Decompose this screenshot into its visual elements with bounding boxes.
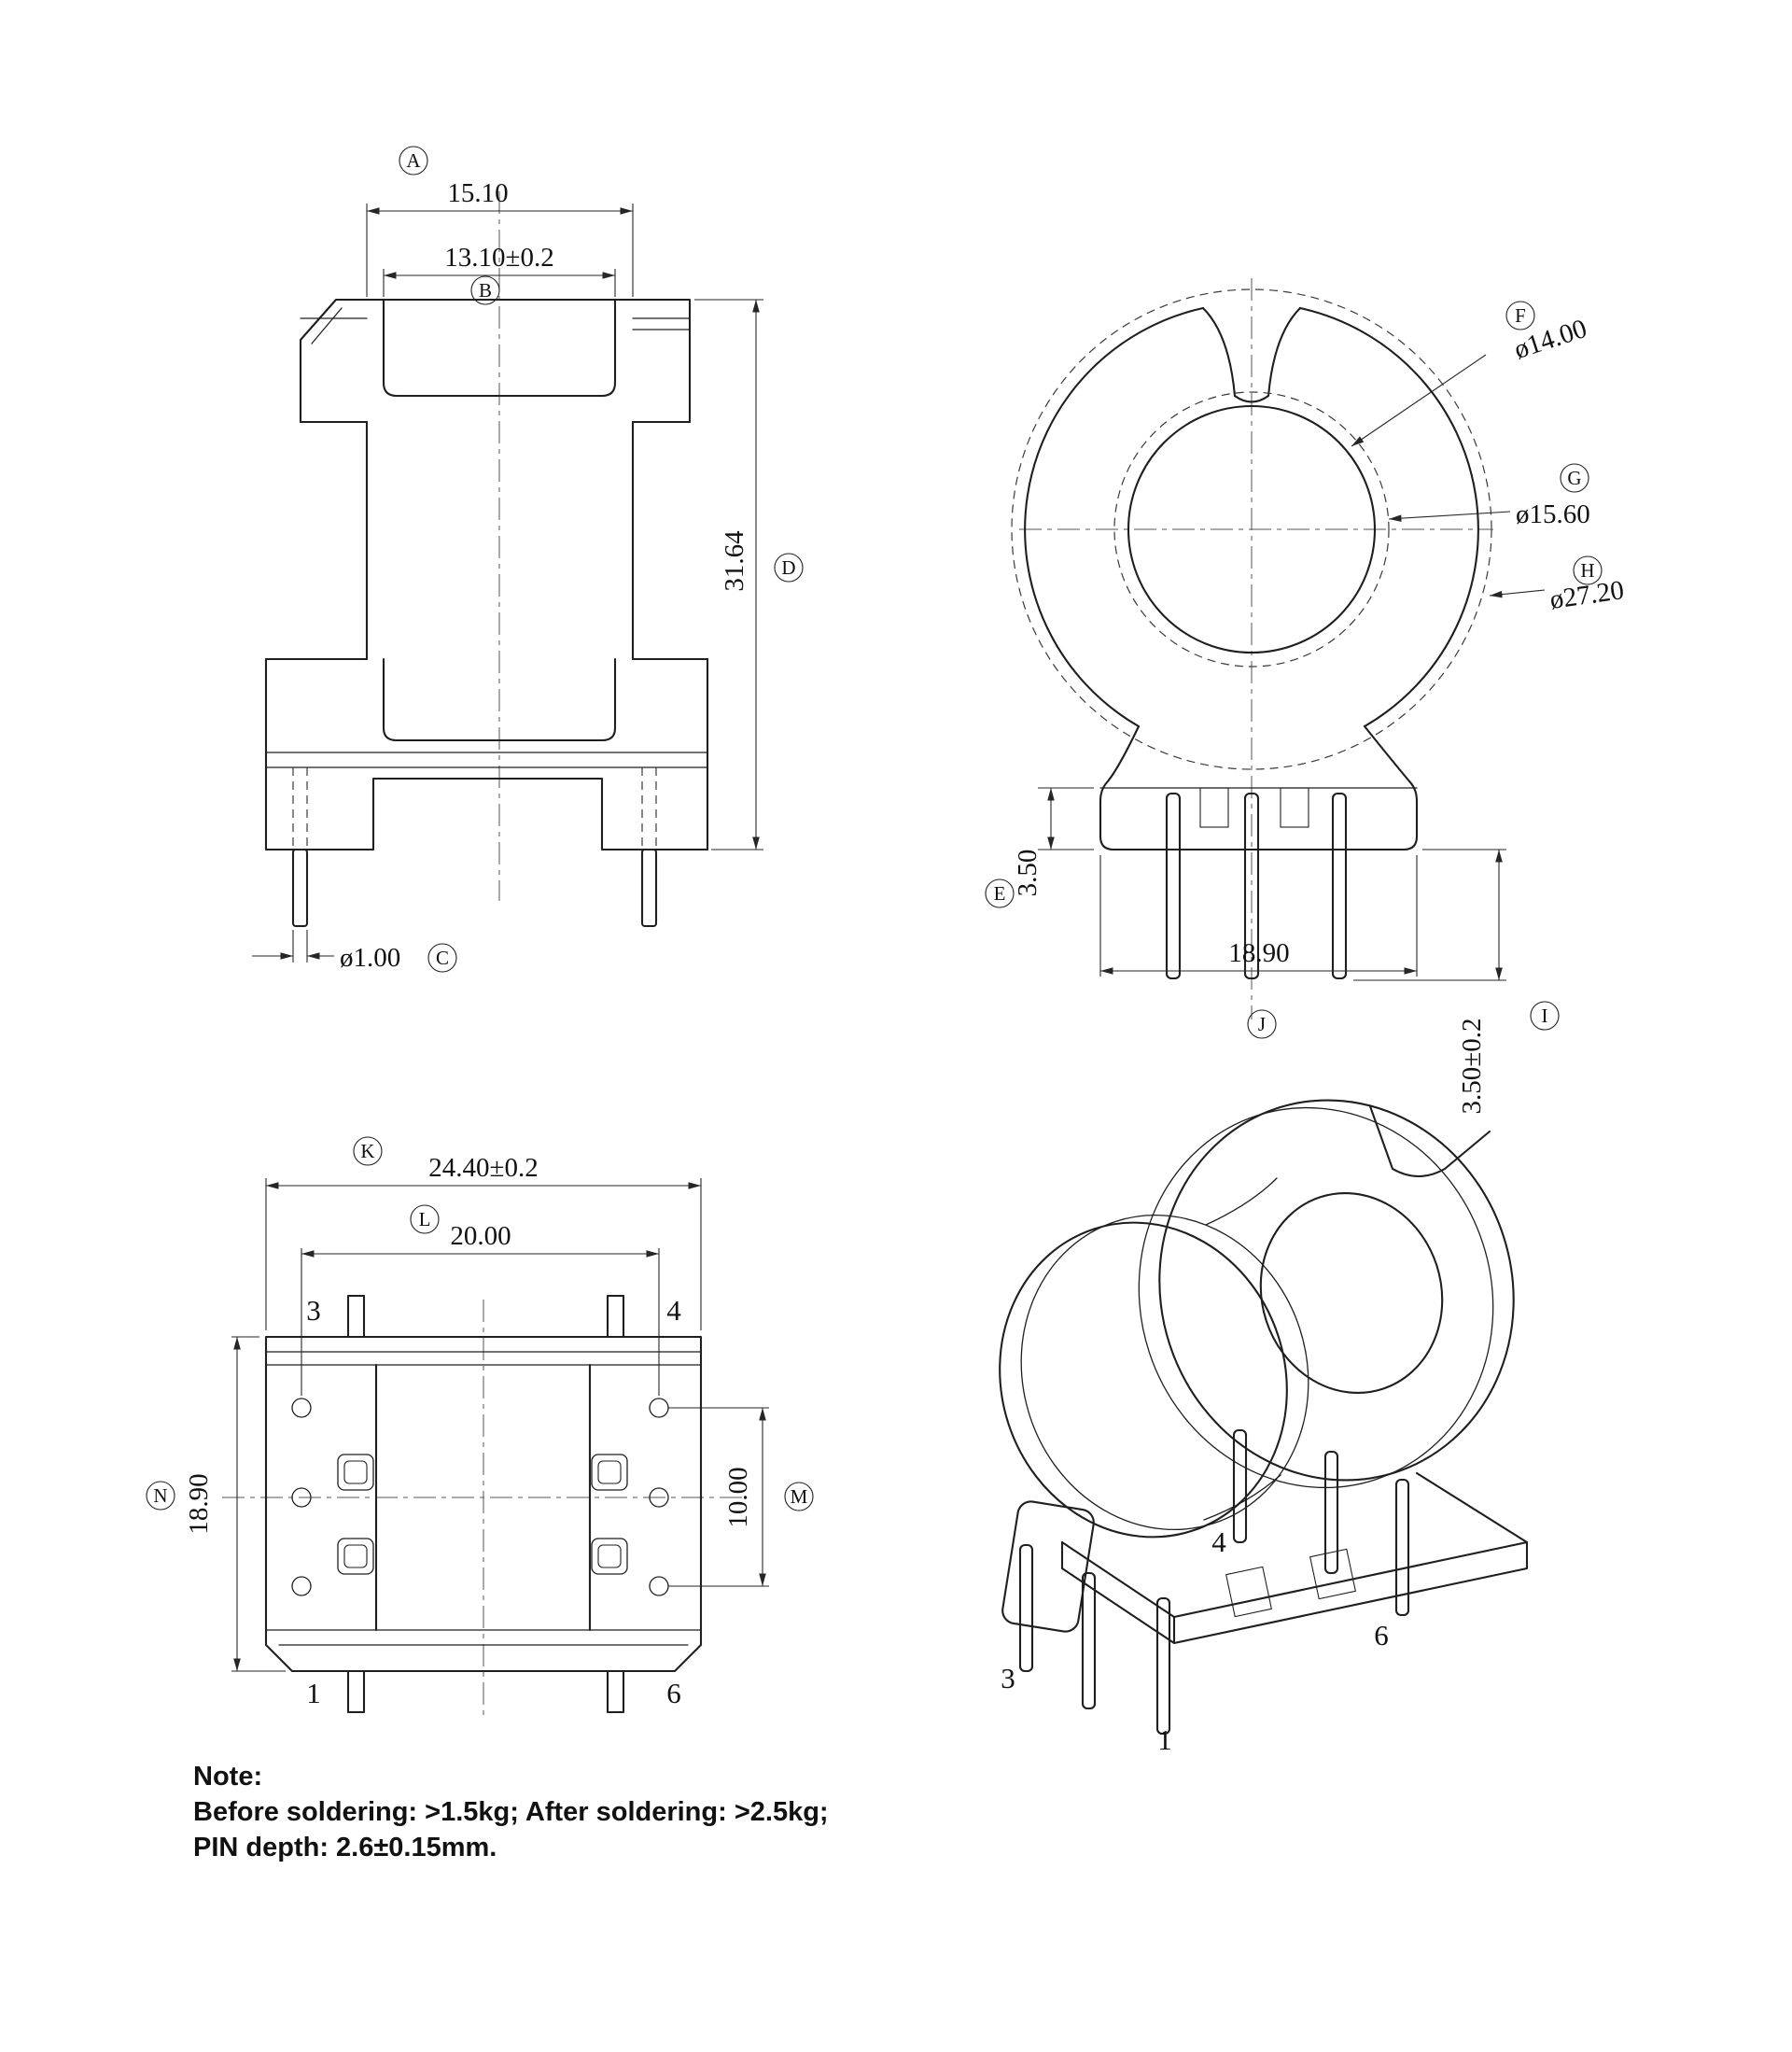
outer-diameter-dashed [1011, 288, 1492, 770]
pin-label-6: 6 [666, 1677, 681, 1709]
dim-H: ø27.20 H [1489, 555, 1626, 615]
svg-text:D: D [781, 556, 795, 579]
dim-E-value: 3.50 [1013, 850, 1043, 897]
balloon-E: E [985, 878, 1015, 908]
dim-F: ø14.00 F [1351, 301, 1590, 447]
front-view: 15.10 A 13.10±0.2 B 31.64 D [252, 146, 804, 973]
note-line-1: Before soldering: >1.5kg; After solderin… [193, 1797, 829, 1827]
dim-C: ø1.00 C [252, 930, 457, 973]
pin-label-1: 1 [306, 1677, 321, 1709]
dim-K-value: 24.40±0.2 [428, 1153, 538, 1183]
dim-J-value: 18.90 [1228, 938, 1289, 968]
note-line-2: PIN depth: 2.6±0.15mm. [193, 1833, 497, 1862]
svg-text:B: B [479, 279, 492, 302]
balloon-L: L [410, 1204, 440, 1234]
svg-text:L: L [419, 1208, 431, 1230]
dim-G: ø15.60 G [1388, 463, 1590, 529]
front-pin-right [640, 848, 658, 928]
svg-text:G: G [1567, 467, 1581, 489]
dim-N-value: 18.90 [184, 1473, 214, 1534]
iso-pin-1 [1155, 1596, 1171, 1736]
iso-label-6: 6 [1374, 1619, 1389, 1651]
pin-label-3: 3 [306, 1294, 321, 1327]
iso-center-hole [1259, 1192, 1444, 1394]
dim-B-value: 13.10±0.2 [444, 243, 553, 273]
dim-C-value: ø1.00 [340, 943, 400, 973]
balloon-G: G [1560, 463, 1589, 493]
side-pin-right [1331, 792, 1348, 980]
iso-pin-3 [1018, 1543, 1034, 1673]
dim-M-value: 10.00 [723, 1467, 753, 1527]
svg-text:J: J [1258, 1013, 1266, 1035]
note-title: Note: [193, 1762, 262, 1792]
svg-text:H: H [1580, 559, 1594, 582]
side-pin-middle [1243, 792, 1260, 980]
stub-pin-6 [606, 1669, 625, 1714]
stub-pin-4 [606, 1294, 625, 1339]
dim-D-value: 31.64 [720, 530, 749, 592]
svg-text:I: I [1542, 1005, 1548, 1027]
iso-label-3: 3 [1001, 1662, 1015, 1694]
balloon-B: B [470, 275, 500, 305]
svg-text:F: F [1515, 304, 1526, 327]
balloon-M: M [784, 1482, 814, 1511]
dim-L-value: 20.00 [450, 1221, 511, 1251]
dim-G-value: ø15.60 [1516, 499, 1590, 529]
balloon-N: N [146, 1481, 175, 1511]
iso-label-4: 4 [1211, 1525, 1226, 1558]
balloon-I: I [1530, 1001, 1560, 1031]
balloon-C: C [427, 943, 457, 973]
svg-text:K: K [360, 1140, 374, 1162]
balloon-D: D [774, 553, 804, 583]
dim-E: 3.50 E [985, 787, 1094, 908]
stub-pin-1 [346, 1669, 366, 1714]
side-view: 3.50 E 18.90 J 3.50±0.2 I [985, 278, 1626, 1115]
balloon-H: H [1573, 555, 1603, 585]
svg-text:N: N [153, 1484, 167, 1507]
balloon-F: F [1505, 301, 1535, 330]
dim-M: 10.00 M [668, 1407, 814, 1587]
balloon-J: J [1247, 1009, 1277, 1039]
center-hole [1127, 404, 1377, 654]
dim-N: 18.90 N [146, 1336, 286, 1672]
dim-J: 18.90 J [1099, 855, 1418, 1039]
pin-label-4: 4 [666, 1294, 681, 1327]
svg-text:A: A [406, 149, 421, 172]
dim-I-value: 3.50±0.2 [1457, 1019, 1487, 1115]
svg-text:M: M [791, 1485, 808, 1508]
side-pin-left [1165, 792, 1182, 980]
svg-text:C: C [436, 947, 449, 969]
dim-L: 20.00 L [301, 1204, 660, 1396]
dim-D: 31.64 D [694, 299, 804, 850]
svg-text:E: E [994, 882, 1006, 905]
note: Note: Before soldering: >1.5kg; After so… [193, 1762, 829, 1862]
balloon-K: K [353, 1136, 383, 1166]
bottom-view: 3 4 1 6 24.40±0.2 K 20.00 L [146, 1136, 814, 1720]
iso-pin-mid-left [1081, 1571, 1097, 1710]
dim-A-value: 15.10 [447, 178, 508, 208]
dim-K: 24.40±0.2 K [265, 1136, 702, 1330]
hole-dashed [1113, 391, 1390, 668]
dim-A: 15.10 A [366, 146, 634, 297]
iso-pin-4 [1232, 1428, 1248, 1544]
balloon-A: A [399, 146, 428, 176]
isometric-view: 4 3 1 6 [999, 1099, 1529, 1756]
iso-label-1: 1 [1157, 1723, 1172, 1756]
dim-B: 13.10±0.2 B [383, 243, 616, 305]
stub-pin-3 [346, 1294, 366, 1339]
front-pin-left [291, 848, 309, 928]
dim-I: 3.50±0.2 I [1353, 849, 1560, 1115]
iso-pin-6 [1394, 1478, 1410, 1617]
iso-pin-mid-right [1323, 1450, 1339, 1575]
